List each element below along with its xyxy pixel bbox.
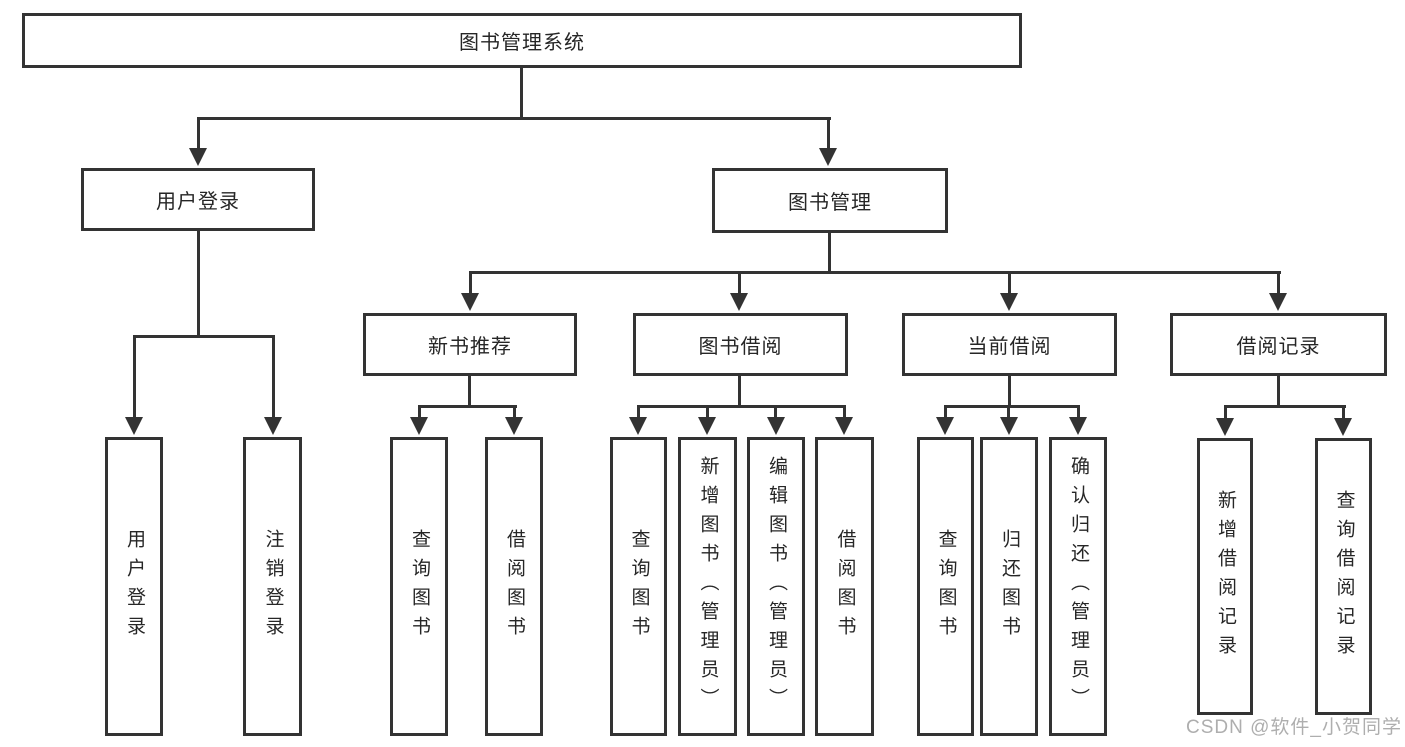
node-borrow-records: 借阅记录: [1170, 313, 1387, 376]
leaf-edit-book-admin-label: 编辑图书（管理员）: [765, 456, 787, 717]
connector-g3-stem: [1008, 376, 1011, 407]
connector-g4-rail: [1224, 405, 1346, 408]
connector-stem-book-management: [827, 117, 830, 154]
connector-level3-rail: [469, 271, 1281, 274]
connector-g4-stem: [1277, 376, 1280, 407]
connector-stem-user-login: [197, 117, 200, 154]
leaf-borrow-borrow-books: 借阅图书: [815, 437, 874, 736]
arrowhead-user-login: [189, 148, 207, 166]
leaf-query-borrow-record-label: 查询借阅记录: [1333, 489, 1355, 664]
arrowhead-g3-return-books: [1000, 417, 1018, 435]
leaf-borrow-borrow-books-label: 借阅图书: [834, 528, 856, 645]
arrowhead-leaf-logout: [264, 417, 282, 435]
connector-g1-rail: [418, 405, 517, 408]
arrowhead-g2-edit-book: [767, 417, 785, 435]
connector-g3-stem-2: [1007, 405, 1010, 421]
connector-stem-leaf-logout: [272, 335, 275, 423]
connector-g2-rail: [637, 405, 846, 408]
connector-stem-new-book: [469, 271, 472, 299]
leaf-borrow-query-books-label: 查询图书: [628, 528, 650, 645]
leaf-edit-book-admin: 编辑图书（管理员）: [747, 437, 805, 736]
node-book-management: 图书管理: [712, 168, 948, 233]
leaf-current-query-books-label: 查询图书: [935, 528, 957, 645]
node-new-book-recommend: 新书推荐: [363, 313, 577, 376]
arrowhead-g3-confirm-return: [1069, 417, 1087, 435]
node-current-borrow: 当前借阅: [902, 313, 1117, 376]
connector-g2-stem-3: [774, 405, 777, 421]
arrowhead-g4-query-record: [1334, 418, 1352, 436]
connector-stem-current-borrow: [1008, 271, 1011, 299]
connector-stem-leaf-user-login: [133, 335, 136, 423]
arrowhead-leaf-user-login: [125, 417, 143, 435]
leaf-user-login-label: 用户登录: [123, 528, 145, 645]
node-user-login: 用户登录: [81, 168, 315, 231]
leaf-add-borrow-record-label: 新增借阅记录: [1214, 489, 1236, 664]
connector-g2-stem-4: [843, 405, 846, 421]
arrowhead-borrow-records: [1269, 293, 1287, 311]
arrowhead-new-book: [461, 293, 479, 311]
connector-stem-borrow-records: [1277, 271, 1280, 299]
connector-g3-rail: [944, 405, 1080, 408]
connector-g3-stem-3: [1077, 405, 1080, 421]
leaf-new-book-borrow-books: 借阅图书: [485, 437, 543, 736]
leaf-return-books-label: 归还图书: [998, 528, 1020, 645]
leaf-borrow-query-books: 查询图书: [610, 437, 667, 736]
arrowhead-g1-query-books: [410, 417, 428, 435]
connector-g2-stem: [738, 376, 741, 407]
connector-stem-book-borrow: [738, 271, 741, 299]
connector-g2-stem-2: [706, 405, 709, 421]
connector-user-login-rail: [133, 335, 275, 338]
arrowhead-g3-query-books: [936, 417, 954, 435]
node-book-borrow: 图书借阅: [633, 313, 848, 376]
leaf-current-query-books: 查询图书: [917, 437, 974, 736]
leaf-new-book-query-books: 查询图书: [390, 437, 448, 736]
leaf-confirm-return-admin: 确认归还（管理员）: [1049, 437, 1107, 736]
leaf-logout: 注销登录: [243, 437, 302, 736]
connector-g1-stem-1: [418, 405, 421, 421]
arrowhead-current-borrow: [1000, 293, 1018, 311]
arrowhead-g4-add-record: [1216, 418, 1234, 436]
connector-book-management-stem: [828, 233, 831, 274]
arrowhead-g2-query-books: [629, 417, 647, 435]
leaf-add-book-admin-label: 新增图书（管理员）: [697, 456, 719, 717]
connector-level1-rail: [197, 117, 831, 120]
leaf-new-book-borrow-books-label: 借阅图书: [503, 528, 525, 645]
node-root: 图书管理系统: [22, 13, 1022, 68]
leaf-confirm-return-admin-label: 确认归还（管理员）: [1067, 456, 1089, 717]
arrowhead-book-management: [819, 148, 837, 166]
connector-root-stem: [520, 65, 523, 120]
connector-g4-stem-1: [1224, 405, 1227, 422]
connector-g1-stem: [468, 376, 471, 407]
leaf-return-books: 归还图书: [980, 437, 1038, 736]
arrowhead-g2-borrow-books: [835, 417, 853, 435]
leaf-add-borrow-record: 新增借阅记录: [1197, 438, 1253, 715]
connector-user-login-stem: [197, 231, 200, 335]
connector-g2-stem-1: [637, 405, 640, 421]
leaf-user-login: 用户登录: [105, 437, 163, 736]
leaf-add-book-admin: 新增图书（管理员）: [678, 437, 737, 736]
connector-g3-stem-1: [944, 405, 947, 421]
csdn-watermark: CSDN @软件_小贺同学: [1186, 717, 1402, 738]
arrowhead-g2-add-book: [698, 417, 716, 435]
arrowhead-g1-borrow-books: [505, 417, 523, 435]
connector-g1-stem-2: [513, 405, 516, 421]
connector-g4-stem-2: [1342, 405, 1345, 422]
leaf-new-book-query-books-label: 查询图书: [408, 528, 430, 645]
leaf-query-borrow-record: 查询借阅记录: [1315, 438, 1372, 715]
arrowhead-book-borrow: [730, 293, 748, 311]
leaf-logout-label: 注销登录: [262, 528, 284, 645]
